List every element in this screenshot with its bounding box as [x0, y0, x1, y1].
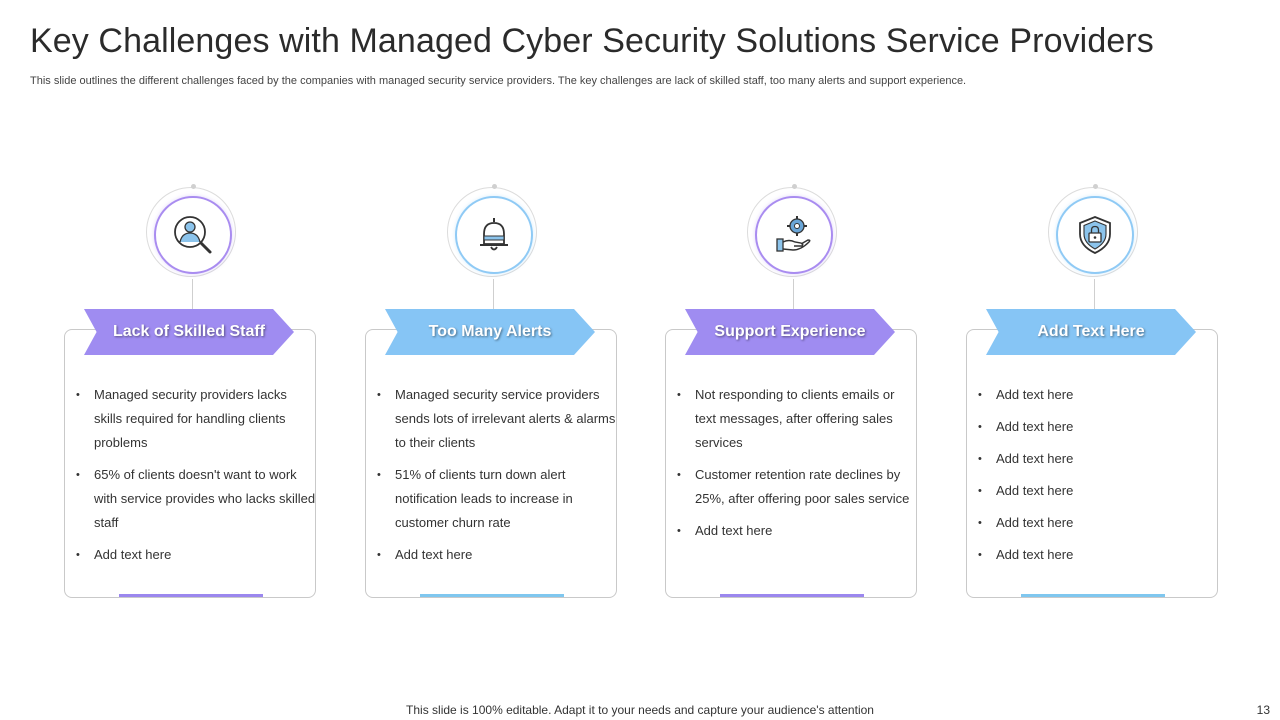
bullet-list: Not responding to clients emails or text… [675, 383, 917, 551]
bullet-item: Add text here [978, 511, 1218, 535]
bullet-item: 65% of clients doesn't want to work with… [76, 463, 316, 535]
bell-icon [455, 196, 533, 274]
bullet-list: Add text here Add text here Add text her… [976, 383, 1218, 575]
page-number: 13 [1256, 703, 1270, 717]
ring-dot [792, 184, 797, 189]
challenge-card-support: Support Experience Not responding to cli… [665, 184, 917, 600]
bullet-item: Add text here [978, 383, 1218, 407]
bullet-item: Add text here [377, 543, 617, 567]
icon-ring [1048, 184, 1138, 277]
connector-line [793, 279, 794, 309]
connector-line [1094, 279, 1095, 309]
bullet-item: Managed security providers lacks skills … [76, 383, 316, 455]
bullet-item: Add text here [978, 479, 1218, 503]
bullet-item: 51% of clients turn down alert notificat… [377, 463, 617, 535]
bullet-item: Add text here [978, 415, 1218, 439]
card-heading: Too Many Alerts [385, 309, 595, 355]
slide-subtitle: This slide outlines the different challe… [30, 75, 967, 87]
card-heading: Add Text Here [986, 309, 1196, 355]
bullet-item: Add text here [978, 543, 1218, 567]
card-underline [119, 594, 263, 597]
card-heading: Lack of Skilled Staff [84, 309, 294, 355]
bullet-list: Managed security providers lacks skills … [74, 383, 316, 575]
card-underline [1021, 594, 1165, 597]
challenge-card-placeholder: Add Text Here Add text here Add text her… [966, 184, 1218, 600]
card-underline [420, 594, 564, 597]
user-search-icon [154, 196, 232, 274]
challenge-card-skilled-staff: Lack of Skilled Staff Managed security p… [64, 184, 316, 600]
bullet-item: Add text here [76, 543, 316, 567]
ring-dot [492, 184, 497, 189]
card-heading: Support Experience [685, 309, 895, 355]
bullet-item: Not responding to clients emails or text… [677, 383, 917, 455]
icon-ring [747, 184, 837, 277]
bullet-item: Add text here [677, 519, 917, 543]
challenge-card-alerts: Too Many Alerts Managed security service… [365, 184, 617, 600]
ring-dot [1093, 184, 1098, 189]
bullet-item: Managed security service providers sends… [377, 383, 617, 455]
ring-dot [191, 184, 196, 189]
connector-line [493, 279, 494, 309]
card-underline [720, 594, 864, 597]
icon-ring [447, 184, 537, 277]
bullet-item: Customer retention rate declines by 25%,… [677, 463, 917, 511]
hand-gear-icon [755, 196, 833, 274]
bullet-list: Managed security service providers sends… [375, 383, 617, 575]
slide-footer: This slide is 100% editable. Adapt it to… [406, 703, 874, 717]
shield-lock-icon [1056, 196, 1134, 274]
bullet-item: Add text here [978, 447, 1218, 471]
icon-ring [146, 184, 236, 277]
connector-line [192, 279, 193, 309]
slide-title: Key Challenges with Managed Cyber Securi… [30, 22, 1154, 60]
